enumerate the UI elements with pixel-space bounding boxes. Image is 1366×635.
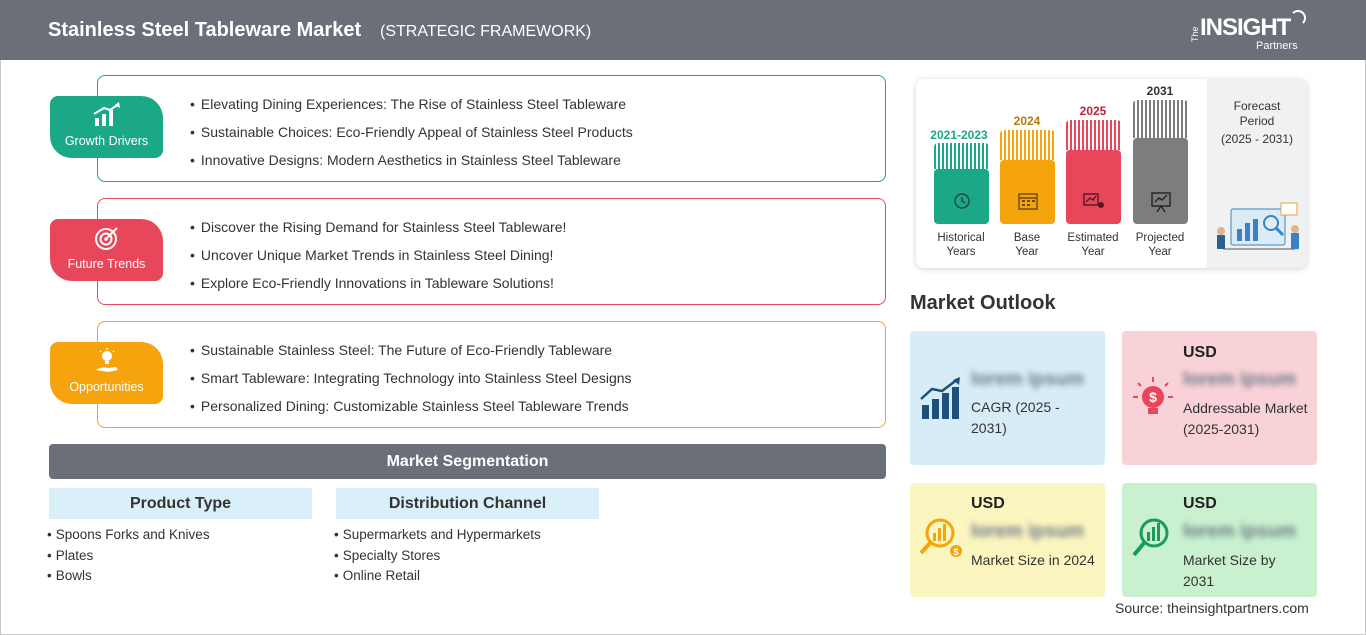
base-caption-1: Base [1013,232,1041,244]
page-subtitle: (STRATEGIC FRAMEWORK) [380,23,592,40]
opportunities-badge: Opportunities [50,342,163,404]
addressable-value: lorem ipsum [1183,369,1296,390]
market-outlook-title: Market Outlook [910,292,1056,314]
list-item: Personalized Dining: Customizable Stainl… [190,396,632,424]
growth-drivers-box: Elevating Dining Experiences: The Rise o… [97,75,886,182]
historical-bar-stripes [934,143,989,169]
projected-caption: Projected Year [1120,231,1200,259]
projected-caption-1: Projected [1135,232,1185,244]
page-title: Stainless Steel Tableware Market [48,19,362,41]
growth-drivers-badge: Growth Drivers [50,96,163,158]
logo-arc-icon [1290,10,1306,26]
estimated-caption: Estimated Year [1053,231,1133,259]
svg-text:$: $ [1149,389,1157,405]
base-caption-2: Year [1015,246,1039,258]
addressable-currency: USD [1183,344,1217,361]
forecast-line-2: Period [1239,114,1275,128]
svg-text:$: $ [953,547,958,557]
list-item: Discover the Rising Demand for Stainless… [190,217,566,245]
size-2024-currency: USD [971,495,1005,512]
growth-bar-chart-icon [918,375,964,421]
logo-the: The [1190,26,1200,42]
addressable-desc: Addressable Market (2025-2031) [1183,400,1308,437]
addressable-market-card: $ USD lorem ipsum Addressable Market (20… [1122,331,1317,465]
cagr-card: lorem ipsum CAGR (2025 - 2031) [910,331,1105,465]
product-type-header: Product Type [49,488,312,519]
list-item: Innovative Designs: Modern Aesthetics in… [190,150,633,178]
magnifier-chart-icon [1130,515,1176,561]
opportunities-label: Opportunities [69,380,144,394]
estimated-caption-2: Year [1081,246,1105,258]
future-trends-box: Discover the Rising Demand for Stainless… [97,198,886,305]
cagr-desc: CAGR (2025 - 2031) [971,399,1060,436]
size-2031-desc: Market Size by 2031 [1183,552,1276,589]
list-item: Sustainable Stainless Steel: The Future … [190,340,632,368]
market-size-2031-card: USD lorem ipsum Market Size by 2031 [1122,483,1317,597]
logo-insight: INSIGHT [1200,14,1291,41]
list-item: Uncover Unique Market Trends in Stainles… [190,245,566,273]
calendar-icon [1000,191,1055,216]
projected-bar-stripes [1133,100,1188,138]
analytics-illustration-icon [1215,201,1301,262]
insight-partners-logo[interactable]: The INSIGHT Partners [1190,8,1320,54]
size-2024-value: lorem ipsum [971,521,1084,542]
estimated-caption-1: Estimated [1067,232,1119,244]
cagr-value: lorem ipsum [971,369,1084,390]
source-note: Source: theinsightpartners.com [1115,600,1309,616]
base-bar-stripes [1000,130,1055,160]
future-trends-badge: Future Trends [50,219,163,281]
list-item: Online Retail [334,567,541,588]
growth-chart-icon [50,102,163,128]
list-item: Sustainable Choices: Eco-Friendly Appeal… [190,122,633,150]
list-item: Specialty Stores [334,547,541,568]
future-trends-list: Discover the Rising Demand for Stainless… [190,217,566,301]
base-year: 2024 [1013,114,1041,128]
market-segmentation-bar: Market Segmentation [49,444,886,479]
size-2031-currency: USD [1183,495,1217,512]
base-bar [1000,160,1055,224]
distribution-channel-list: Supermarkets and Hypermarkets Specialty … [334,526,541,588]
estimation-chart-icon [1066,191,1121,216]
historical-caption-2: Years [946,246,976,258]
historical-year: 2021-2023 [930,128,988,142]
growth-drivers-label: Growth Drivers [64,134,149,148]
target-icon [50,225,163,251]
growth-drivers-list: Elevating Dining Experiences: The Rise o… [190,94,633,178]
list-item: Plates [47,547,210,568]
estimated-bar-stripes [1066,120,1121,150]
opportunities-box: Sustainable Stainless Steel: The Future … [97,321,886,428]
list-item: Explore Eco-Friendly Innovations in Tabl… [190,273,566,301]
product-type-list: Spoons Forks and Knives Plates Bowls [47,526,210,588]
estimated-bar [1066,150,1121,224]
size-2031-value: lorem ipsum [1183,521,1296,542]
projected-bar [1133,138,1188,224]
lightbulb-hand-icon [50,348,163,374]
list-item: Supermarkets and Hypermarkets [334,526,541,547]
history-clock-icon [934,191,989,216]
forecast-line-1: Forecast [1233,99,1281,113]
list-item: Smart Tableware: Integrating Technology … [190,368,632,396]
list-item: Spoons Forks and Knives [47,526,210,547]
base-caption: Base Year [987,231,1067,259]
list-item: Bowls [47,567,210,588]
idea-dollar-icon: $ [1130,375,1176,421]
distribution-channel-header: Distribution Channel [336,488,599,519]
forecast-period-panel: Forecast Period (2025 - 2031) [1207,79,1307,268]
historical-caption: Historical Years [921,231,1001,259]
size-2024-desc: Market Size in 2024 [971,552,1095,568]
market-size-2024-card: $ USD lorem ipsum Market Size in 2024 [910,483,1105,597]
estimated-year: 2025 [1079,104,1107,118]
opportunities-list: Sustainable Stainless Steel: The Future … [190,340,632,424]
historical-caption-1: Historical [937,232,985,244]
logo-partners: Partners [1256,40,1298,52]
historical-bar [934,169,989,224]
presentation-board-icon [1133,191,1188,218]
header-bar: Stainless Steel Tableware Market (STRATE… [0,0,1366,60]
list-item: Elevating Dining Experiences: The Rise o… [190,94,633,122]
projected-year: 2031 [1146,84,1174,98]
magnifier-dollar-icon: $ [918,515,964,561]
future-trends-label: Future Trends [67,257,146,271]
forecast-line-3: (2025 - 2031) [1220,132,1294,146]
projected-caption-2: Year [1148,246,1172,258]
